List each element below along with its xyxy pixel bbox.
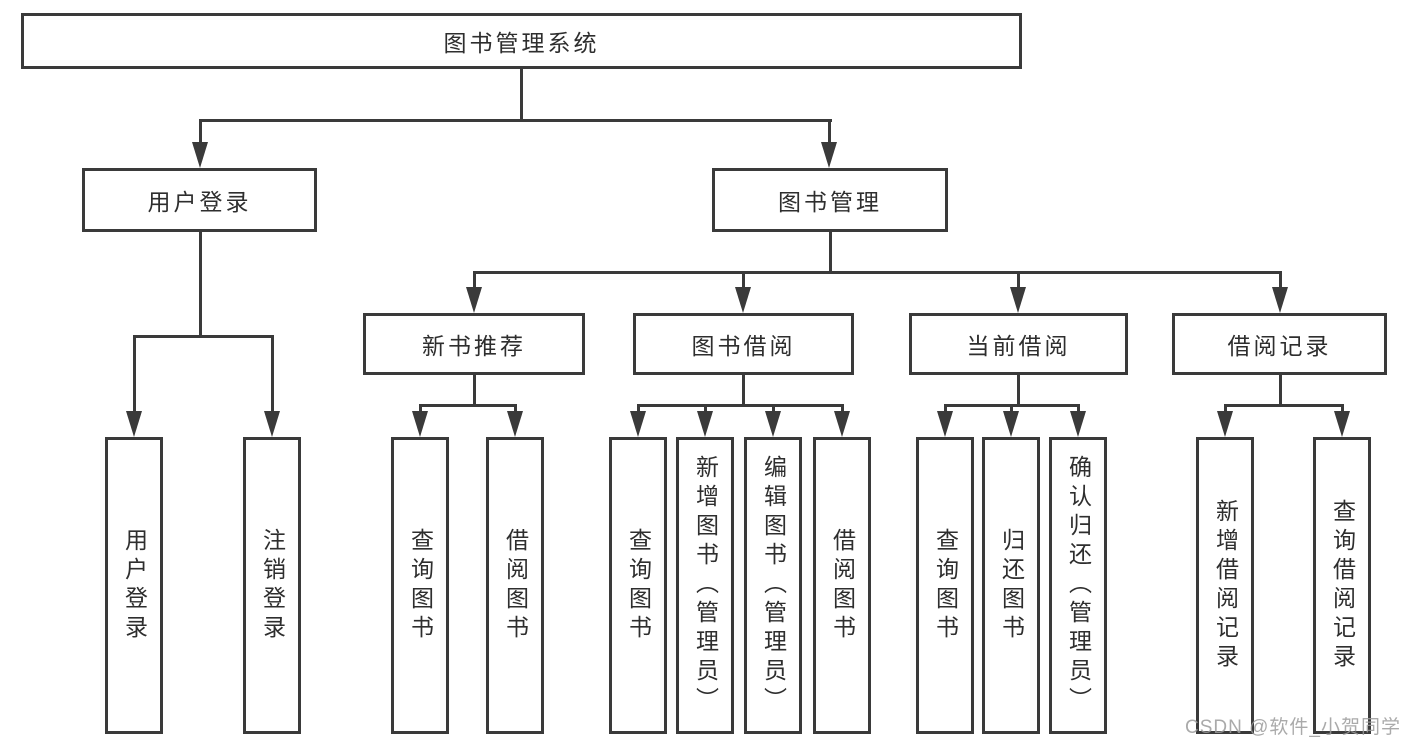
arrow-down-icon	[1217, 411, 1233, 437]
line	[742, 372, 745, 407]
leaf-borrow-books-recommend: 借阅图书	[486, 437, 544, 734]
leaf-label: 注销登录	[259, 527, 286, 644]
line	[133, 335, 274, 338]
leaf-query-books-current: 查询图书	[916, 437, 974, 734]
line	[1224, 404, 1227, 416]
arrow-down-icon	[412, 411, 428, 437]
leaf-label: 借阅图书	[502, 527, 529, 644]
node-label: 新书推荐	[422, 333, 526, 359]
arrow-down-icon	[1334, 411, 1350, 437]
node-user-login-module: 用户登录	[82, 168, 317, 232]
arrow-down-icon	[126, 411, 142, 437]
arrow-down-icon	[1272, 287, 1288, 313]
line	[1010, 404, 1013, 416]
leaf-add-borrow-record: 新增借阅记录	[1196, 437, 1254, 734]
arrow-down-icon	[466, 287, 482, 313]
leaf-label: 借阅图书	[829, 527, 856, 644]
line	[1224, 404, 1344, 407]
leaf-label: 查询图书	[625, 527, 652, 644]
line	[419, 404, 422, 416]
node-new-book-recommendation: 新书推荐	[363, 313, 585, 375]
line	[133, 335, 136, 415]
csdn-watermark: CSDN @软件_小贺同学	[1185, 717, 1401, 738]
line	[473, 271, 1282, 274]
line	[1341, 404, 1344, 416]
leaf-query-books-recommend: 查询图书	[391, 437, 449, 734]
line	[1279, 271, 1282, 291]
leaf-borrow-books-borrowing: 借阅图书	[813, 437, 871, 734]
line	[473, 372, 476, 407]
node-label: 图书管理系统	[443, 30, 600, 56]
arrow-down-icon	[937, 411, 953, 437]
node-current-borrowing: 当前借阅	[909, 313, 1128, 375]
leaf-query-borrow-record: 查询借阅记录	[1313, 437, 1371, 734]
leaf-add-books-admin: 新增图书（管理员）	[676, 437, 734, 734]
line	[772, 404, 775, 416]
line	[271, 335, 274, 415]
line	[637, 404, 844, 407]
line	[704, 404, 707, 416]
leaf-logout: 注销登录	[243, 437, 301, 734]
leaf-edit-books-admin: 编辑图书（管理员）	[744, 437, 802, 734]
node-label: 借阅记录	[1227, 333, 1332, 359]
node-label: 用户登录	[147, 189, 252, 215]
line	[199, 119, 202, 145]
arrow-down-icon	[765, 411, 781, 437]
leaf-label: 新增借阅记录	[1212, 498, 1239, 673]
node-borrowing-records: 借阅记录	[1172, 313, 1387, 375]
leaf-label: 新增图书（管理员）	[692, 455, 719, 716]
node-label: 图书借阅	[691, 333, 796, 359]
line	[828, 119, 831, 145]
arrow-down-icon	[735, 287, 751, 313]
leaf-confirm-return-admin: 确认归还（管理员）	[1049, 437, 1107, 734]
line	[473, 271, 476, 291]
leaf-label: 查询借阅记录	[1329, 498, 1356, 673]
arrow-down-icon	[1003, 411, 1019, 437]
node-book-management-module: 图书管理	[712, 168, 948, 232]
leaf-label: 确认归还（管理员）	[1065, 455, 1092, 716]
leaf-label: 归还图书	[998, 527, 1025, 644]
line	[1279, 372, 1282, 407]
arrow-down-icon	[834, 411, 850, 437]
line	[520, 66, 523, 122]
arrow-down-icon	[630, 411, 646, 437]
leaf-label: 查询图书	[932, 527, 959, 644]
line	[742, 271, 745, 291]
leaf-label: 查询图书	[407, 527, 434, 644]
line	[637, 404, 640, 416]
leaf-label: 编辑图书（管理员）	[760, 455, 787, 716]
leaf-user-login: 用户登录	[105, 437, 163, 734]
line	[199, 229, 202, 338]
arrow-down-icon	[1070, 411, 1086, 437]
line	[944, 404, 947, 416]
arrow-down-icon	[507, 411, 523, 437]
line	[1017, 372, 1020, 407]
arrow-down-icon	[192, 142, 208, 168]
line	[419, 404, 517, 407]
arrow-down-icon	[697, 411, 713, 437]
leaf-query-books-borrowing: 查询图书	[609, 437, 667, 734]
node-label: 图书管理	[778, 189, 882, 215]
line	[199, 119, 832, 122]
line	[1017, 271, 1020, 291]
leaf-return-books: 归还图书	[982, 437, 1040, 734]
node-label: 当前借阅	[966, 333, 1071, 359]
node-book-borrowing: 图书借阅	[633, 313, 854, 375]
line	[514, 404, 517, 416]
arrow-down-icon	[264, 411, 280, 437]
line	[841, 404, 844, 416]
leaf-label: 用户登录	[121, 527, 148, 644]
line	[1077, 404, 1080, 416]
node-root-library-management-system: 图书管理系统	[21, 13, 1022, 69]
arrow-down-icon	[1010, 287, 1026, 313]
line	[829, 229, 832, 274]
arrow-down-icon	[821, 142, 837, 168]
